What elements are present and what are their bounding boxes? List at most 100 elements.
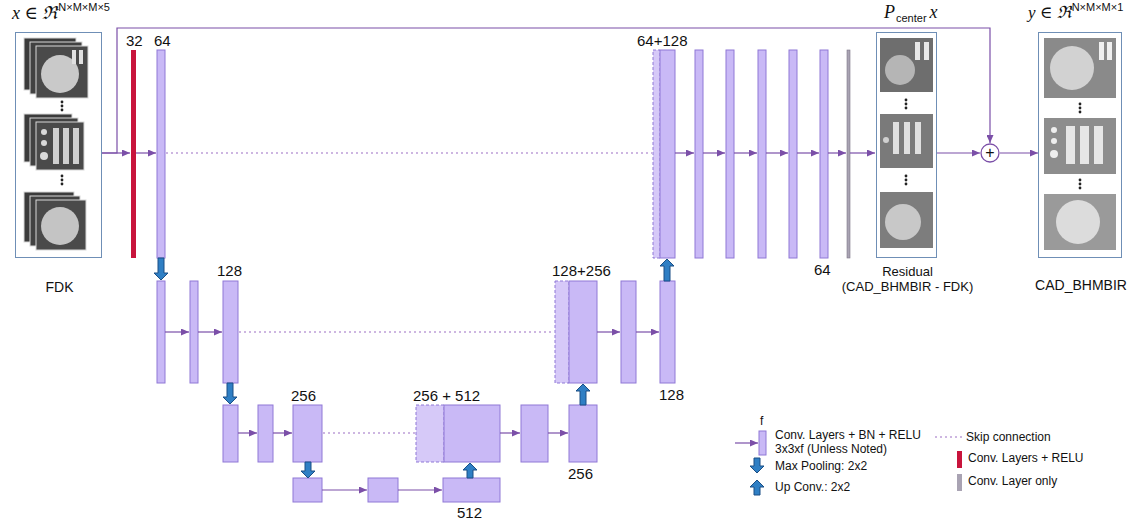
- flow-arrow: [322, 489, 367, 490]
- conv-layer: [569, 405, 597, 462]
- skip-connection: [166, 152, 652, 153]
- residual-object: [915, 122, 921, 154]
- legend-swatch: [957, 474, 962, 491]
- flow-arrow: [165, 331, 189, 332]
- channel-count: 256: [568, 465, 593, 482]
- ellipsis-dot: [905, 183, 908, 186]
- projection-symbol: P: [884, 2, 895, 23]
- flow-arrow: [273, 432, 292, 433]
- sum-node: +: [980, 143, 1000, 163]
- flow-arrow: [850, 152, 875, 153]
- output-object: [1051, 138, 1057, 144]
- flow-arrow: [398, 489, 442, 490]
- ellipsis-dot: [1079, 179, 1082, 182]
- connector: [1000, 152, 1038, 153]
- output-object: [1099, 42, 1104, 60]
- ct-slice: [36, 122, 84, 170]
- panel-caption: Residual (CAD_BHMBIR - FDK): [837, 265, 979, 295]
- flow-arrow: [675, 152, 694, 153]
- output-image: [1044, 194, 1116, 250]
- flow-arrow: [238, 432, 257, 433]
- channel-count: 64: [154, 32, 171, 49]
- residual-object: [893, 122, 899, 154]
- conv-layer: [820, 50, 828, 258]
- ct-object: [41, 129, 47, 135]
- channel-count: 128: [217, 262, 242, 279]
- input-dimension: x ∈ ℜ: [12, 3, 57, 24]
- conv-layer: [293, 405, 322, 462]
- residual-image-panel: Residual (CAD_BHMBIR - FDK): [876, 32, 937, 258]
- flow-arrow: [500, 432, 520, 433]
- concat-layer: [653, 50, 660, 258]
- skip-connection: [239, 331, 554, 332]
- residual-object: [924, 42, 929, 60]
- ct-object: [41, 207, 79, 245]
- legend-filter-symbol: f: [760, 415, 763, 429]
- conv-layer: [569, 281, 597, 383]
- legend-text: Max Pooling: 2x2: [775, 459, 867, 473]
- up-conv-arrow: [660, 259, 674, 281]
- output-image-panel: CAD_BHMBIR: [1038, 32, 1122, 258]
- ellipsis-dot: [1079, 111, 1082, 114]
- conv-layer: [368, 478, 398, 502]
- output-object: [1051, 127, 1057, 133]
- ellipsis-dot: [61, 175, 64, 178]
- sum-circle: [981, 144, 999, 162]
- channel-count: 64: [814, 261, 831, 278]
- channel-count: 256 + 512: [413, 387, 480, 404]
- ellipsis-dot: [905, 107, 908, 110]
- ellipsis-dot: [61, 101, 64, 104]
- ct-slice: [36, 46, 88, 98]
- ellipsis-dot: [61, 105, 64, 108]
- ellipsis-dot: [61, 183, 64, 186]
- legend-text: Up Conv.: 2x2: [775, 480, 850, 494]
- max-pool-arrow: [223, 383, 237, 404]
- ellipsis-dot: [61, 179, 64, 182]
- output-object: [1107, 42, 1112, 60]
- ellipsis-dot: [905, 175, 908, 178]
- ct-object: [40, 152, 48, 160]
- output-object: [1080, 126, 1089, 164]
- conv-only-layer: [847, 50, 850, 258]
- residual-object: [885, 204, 921, 240]
- up-conv-arrow: [463, 463, 477, 478]
- flow-arrow: [636, 331, 659, 332]
- legend-swatch: [957, 451, 962, 468]
- conv-layer: [223, 405, 238, 462]
- output-image: [1044, 38, 1116, 98]
- output-image: [1044, 118, 1116, 174]
- legend-text: Conv. Layers + BN + RELU 3x3xf (Unless N…: [775, 428, 930, 456]
- conv-layer: [789, 50, 797, 258]
- conv-layer: [758, 50, 766, 258]
- channel-count: 128: [659, 386, 684, 403]
- flow-arrow: [198, 331, 222, 332]
- conv-layer: [157, 50, 165, 258]
- input-image-panel: FDK: [15, 32, 102, 258]
- residual-object: [915, 42, 920, 60]
- up-conv-arrow: [576, 384, 590, 405]
- panel-caption: FDK: [46, 279, 74, 295]
- projection-subscript: center: [896, 12, 927, 25]
- ellipsis-dot: [1079, 103, 1082, 106]
- conv-relu-layer: [131, 50, 136, 258]
- conv-layer: [293, 478, 322, 502]
- ct-object: [79, 50, 83, 64]
- channel-count: 512: [457, 504, 482, 521]
- flow-arrow: [766, 152, 788, 153]
- conv-layer: [726, 50, 734, 258]
- connector: [937, 152, 980, 153]
- flow-arrow: [797, 152, 819, 153]
- conv-layer: [223, 281, 238, 383]
- output-object: [1056, 200, 1100, 244]
- residual-object: [904, 122, 910, 154]
- max-pool-arrow: [154, 258, 168, 280]
- flow-arrow: [828, 152, 846, 153]
- max-pool-arrow: [301, 462, 315, 478]
- channel-count: 32: [126, 32, 143, 49]
- projection-variable: x: [930, 2, 938, 23]
- legend-skip-sample: [935, 436, 962, 437]
- connector: [102, 28, 990, 153]
- conv-layer: [621, 281, 636, 383]
- residual-image: [880, 114, 933, 168]
